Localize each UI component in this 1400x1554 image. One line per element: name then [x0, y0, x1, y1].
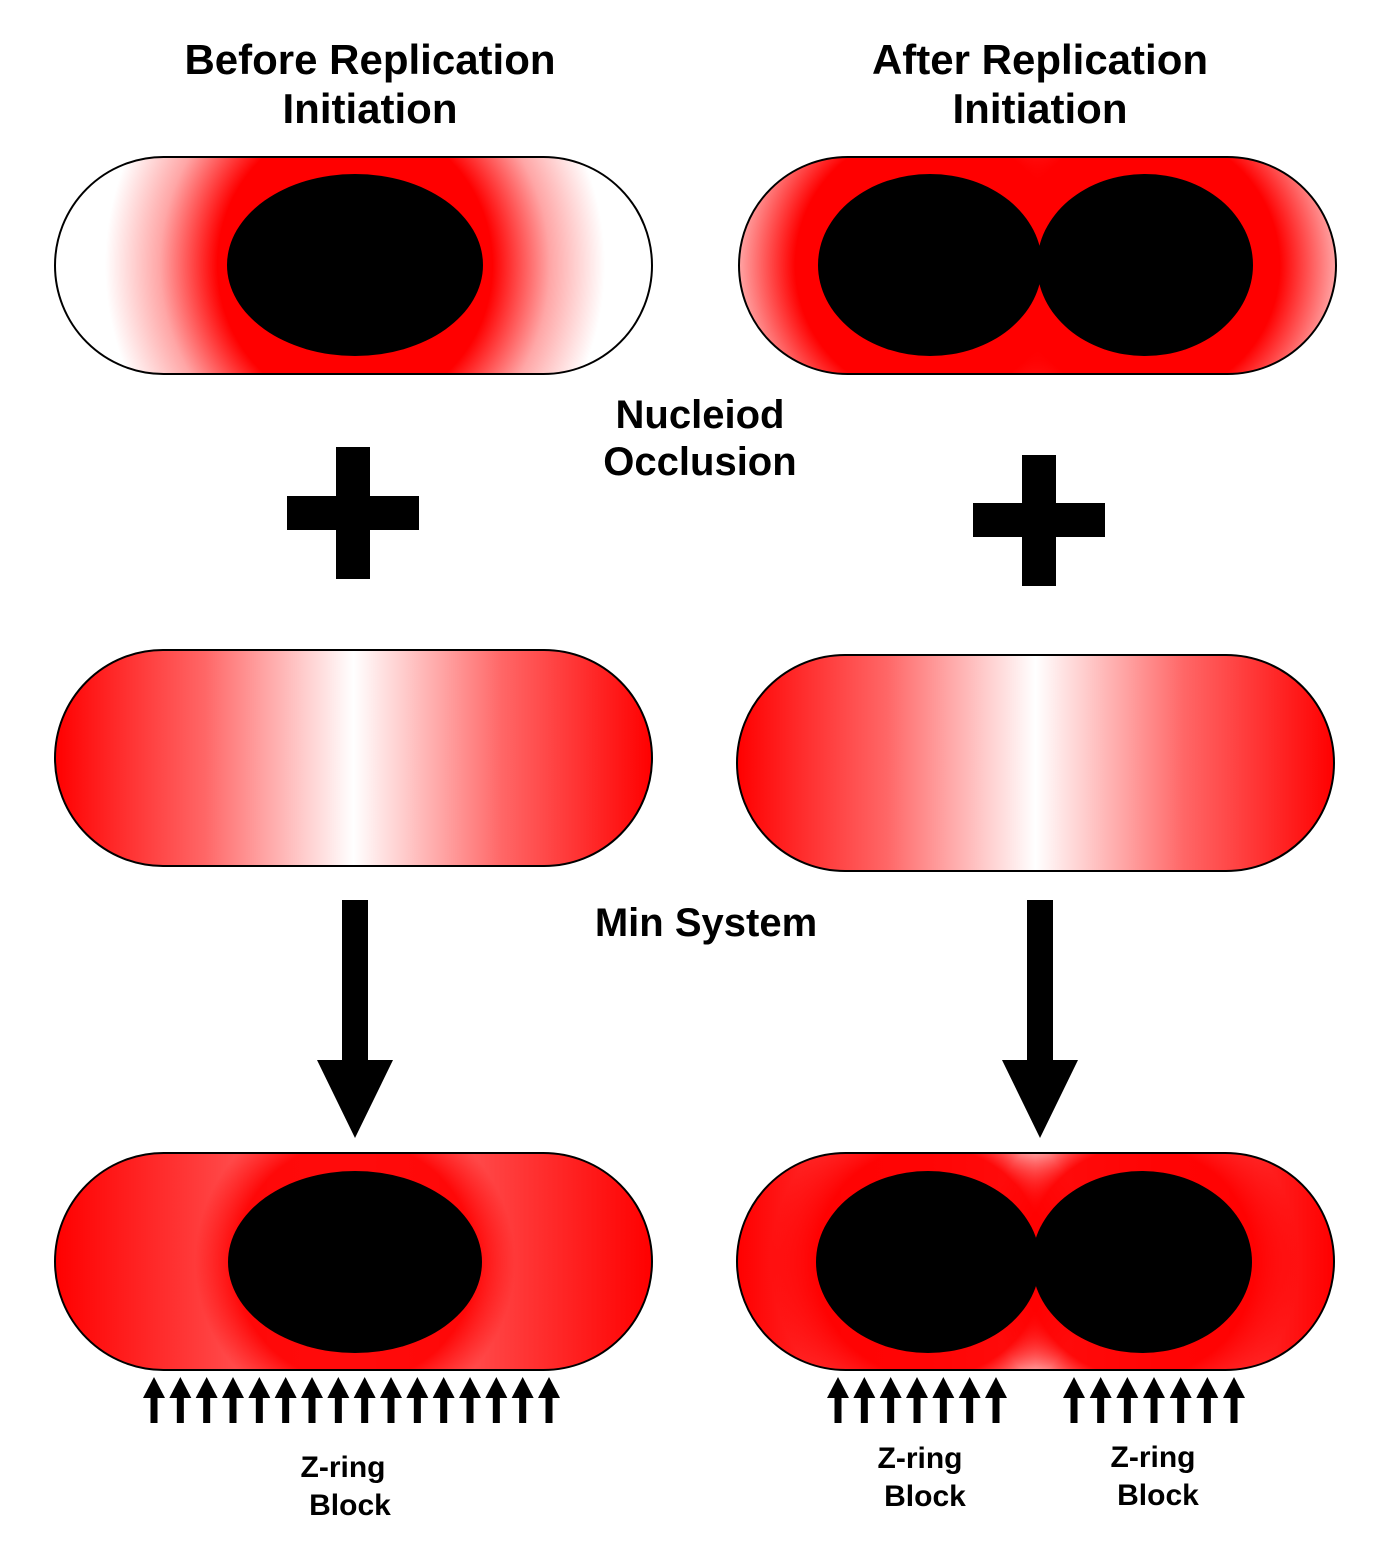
zring-up-arrow-icon — [485, 1377, 508, 1423]
cell-nucleoid-occlusion-before — [54, 156, 653, 375]
zring-up-arrow-icon — [1143, 1377, 1165, 1423]
zring-up-arrow-icon — [1089, 1377, 1112, 1423]
cell-combined-after — [736, 1152, 1335, 1371]
zring-arrow-group-before — [143, 1377, 560, 1423]
zring-up-arrow-icon — [853, 1377, 876, 1423]
nucleoid-pair-combined — [816, 1171, 1252, 1353]
zring-up-arrow-icon — [143, 1377, 165, 1423]
zring-up-arrow-icon — [958, 1377, 981, 1423]
zring-up-arrow-icon — [1116, 1377, 1139, 1423]
title-after-line2: Initiation — [952, 85, 1128, 133]
title-after: After Replication Initiation — [790, 35, 1290, 133]
cell-nucleoid-occlusion-after — [738, 156, 1337, 375]
zring-up-arrow-icon — [1196, 1377, 1219, 1423]
zring-up-arrow-icon — [406, 1377, 429, 1423]
zring-up-arrow-icon — [301, 1377, 323, 1423]
zring-arrow-group-after-left — [827, 1377, 1007, 1423]
nucleoid-occlusion-label: Nucleiod Occlusion — [550, 392, 850, 486]
zring-up-arrow-icon — [879, 1377, 902, 1423]
zring-block-label-after-left: Z-ring Block — [825, 1440, 1025, 1516]
zring-up-arrow-icon — [932, 1377, 955, 1423]
zring-after-right-line1: Z-ring — [1110, 1441, 1196, 1474]
nucleoid-pair — [818, 174, 1253, 356]
zring-up-arrow-icon — [274, 1377, 297, 1423]
zring-arrow-group-after-right — [1063, 1377, 1245, 1423]
cell-combined-before — [54, 1152, 653, 1371]
zring-block-label-before: Z-ring Block — [250, 1449, 450, 1525]
zring-up-arrow-icon — [169, 1377, 192, 1423]
plus-icon-left — [287, 447, 419, 579]
zring-up-arrow-icon — [432, 1377, 455, 1423]
zring-before-line1: Z-ring — [300, 1451, 386, 1484]
zring-after-left-line1: Z-ring — [877, 1442, 963, 1475]
zring-up-arrow-icon — [511, 1377, 534, 1423]
nucleoid-single — [227, 174, 483, 356]
zring-up-arrow-icon — [906, 1377, 928, 1423]
zring-up-arrow-icon — [195, 1377, 218, 1423]
zring-up-arrow-icon — [248, 1377, 271, 1423]
cell-min-system-before — [54, 649, 653, 867]
zring-up-arrow-icon — [380, 1377, 402, 1423]
min-system-label: Min System — [594, 901, 818, 945]
plus-icon-right — [973, 455, 1105, 586]
cell-min-system-after — [736, 654, 1335, 872]
zring-before-line2: Block — [309, 1489, 391, 1523]
zring-up-arrow-icon — [1223, 1377, 1245, 1423]
zring-up-arrow-icon — [327, 1377, 350, 1423]
nucleoid-occlusion-line1: Nucleiod — [615, 393, 785, 437]
zring-block-label-after-right: Z-ring Block — [1058, 1439, 1258, 1515]
down-arrow-icon-right — [1002, 900, 1078, 1138]
title-before: Before Replication Initiation — [120, 35, 620, 133]
zring-up-arrow-icon — [985, 1377, 1007, 1423]
title-before-line2: Initiation — [282, 85, 458, 133]
zring-up-arrow-icon — [353, 1377, 376, 1423]
zring-up-arrow-icon — [222, 1377, 244, 1423]
zring-up-arrow-icon — [1063, 1377, 1085, 1423]
zring-up-arrow-icon — [538, 1377, 560, 1423]
nucleoid-occlusion-line2: Occlusion — [603, 439, 797, 484]
zring-after-right-line2: Block — [1117, 1479, 1199, 1513]
title-before-line1: Before Replication — [184, 36, 556, 83]
zring-after-left-line2: Block — [884, 1480, 966, 1514]
down-arrow-icon-left — [317, 900, 393, 1138]
title-after-line1: After Replication — [871, 36, 1209, 83]
zring-up-arrow-icon — [1169, 1377, 1192, 1423]
zring-up-arrow-icon — [459, 1377, 481, 1423]
nucleoid-single-combined — [228, 1171, 482, 1353]
zring-up-arrow-icon — [827, 1377, 849, 1423]
